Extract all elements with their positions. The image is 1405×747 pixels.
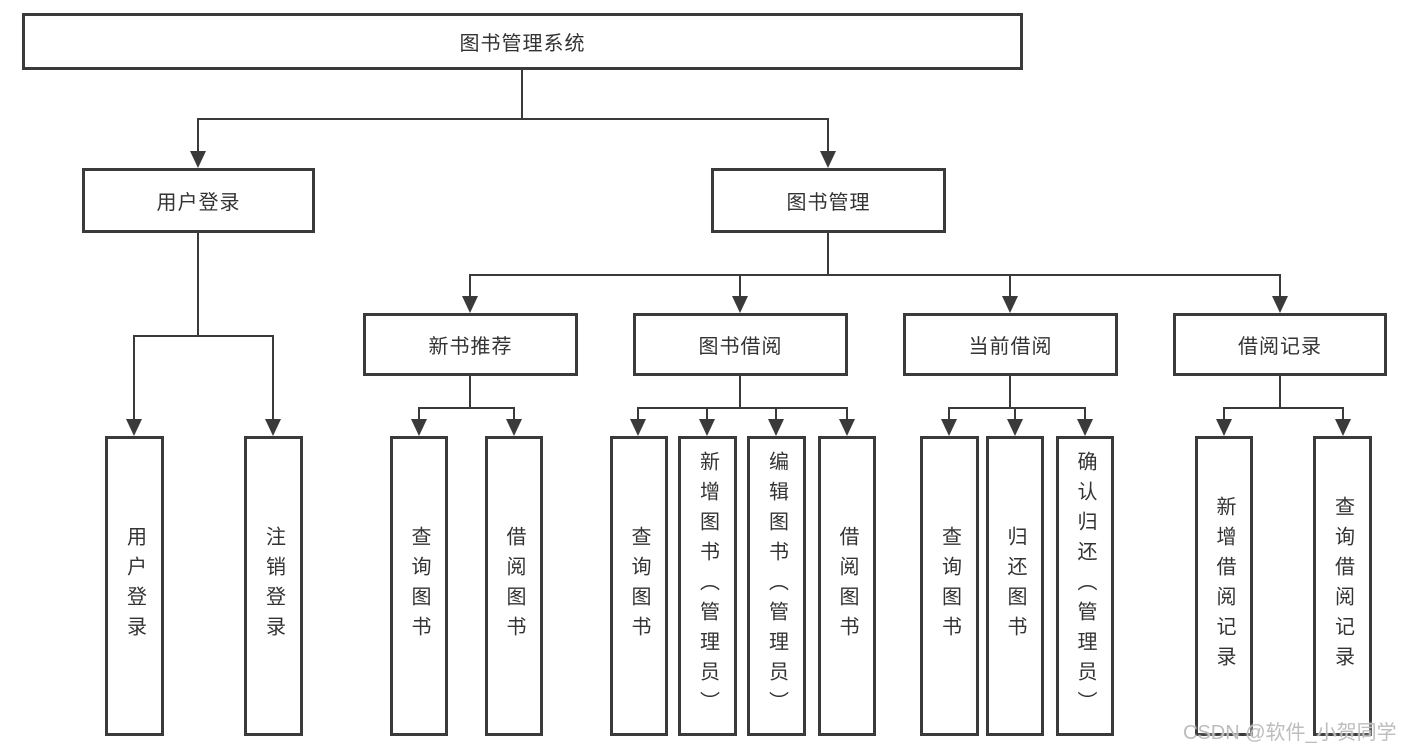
node-new-book-recommendation: 新书推荐 — [363, 313, 578, 376]
arrow-down-icon — [1007, 419, 1023, 436]
connector-line — [197, 118, 199, 152]
connector-line — [948, 407, 1086, 409]
arrow-down-icon — [630, 419, 646, 436]
leaf-borrow-books: 借阅图书 — [818, 436, 876, 736]
connector-line — [637, 407, 848, 409]
connector-line — [133, 335, 274, 337]
leaf-query-books-current: 查询图书 — [920, 436, 979, 736]
connector-line — [469, 274, 1281, 276]
leaf-logout-label: 注销登录 — [262, 526, 285, 646]
node-book-management-system-label: 图书管理系统 — [459, 33, 586, 55]
connector-line — [739, 274, 741, 297]
node-user-login: 用户登录 — [82, 168, 315, 233]
leaf-add-borrow-record-label: 新增借阅记录 — [1213, 496, 1235, 676]
arrow-down-icon — [265, 419, 281, 436]
connector-line — [521, 69, 523, 120]
leaf-query-borrow-record: 查询借阅记录 — [1313, 436, 1372, 736]
arrow-down-icon — [411, 419, 427, 436]
node-book-management: 图书管理 — [711, 168, 946, 233]
node-current-borrowing: 当前借阅 — [903, 313, 1118, 376]
connector-line — [1279, 274, 1281, 297]
connector-line — [775, 407, 777, 420]
node-book-borrowing-label: 图书借阅 — [698, 336, 783, 358]
arrow-down-icon — [190, 151, 206, 168]
connector-line — [827, 118, 829, 152]
leaf-query-books-current-label: 查询图书 — [938, 526, 961, 646]
connector-line — [469, 274, 471, 297]
arrow-down-icon — [1335, 419, 1351, 436]
connector-line — [418, 407, 420, 420]
leaf-add-borrow-record: 新增借阅记录 — [1195, 436, 1253, 736]
arrow-down-icon — [126, 419, 142, 436]
node-new-book-recommendation-label: 新书推荐 — [428, 336, 513, 358]
leaf-confirm-return-admin-label: 确认归还（管理员） — [1074, 451, 1096, 721]
connector-line — [418, 407, 515, 409]
leaf-user-login: 用户登录 — [105, 436, 164, 736]
leaf-return-books: 归还图书 — [986, 436, 1044, 736]
node-book-management-label: 图书管理 — [786, 192, 871, 214]
connector-line — [948, 407, 950, 420]
arrow-down-icon — [839, 419, 855, 436]
connector-line — [197, 118, 829, 120]
connector-line — [1084, 407, 1086, 420]
connector-line — [1009, 274, 1011, 297]
leaf-query-books-borrowing-label: 查询图书 — [628, 526, 650, 646]
connector-line — [513, 407, 515, 420]
node-user-login-label: 用户登录 — [156, 192, 241, 214]
leaf-query-books-recommend: 查询图书 — [390, 436, 448, 736]
node-borrowing-records: 借阅记录 — [1173, 313, 1387, 376]
arrow-down-icon — [506, 419, 522, 436]
leaf-return-books-label: 归还图书 — [1004, 526, 1026, 646]
connector-line — [1223, 407, 1344, 409]
node-book-borrowing: 图书借阅 — [633, 313, 848, 376]
leaf-edit-books-admin-label: 编辑图书（管理员） — [765, 451, 788, 721]
leaf-edit-books-admin: 编辑图书（管理员） — [747, 436, 806, 736]
connector-line — [1279, 376, 1281, 409]
leaf-borrow-books-recommend-label: 借阅图书 — [503, 526, 525, 646]
arrow-down-icon — [1077, 419, 1093, 436]
leaf-query-books-recommend-label: 查询图书 — [408, 526, 430, 646]
connector-line — [272, 335, 274, 420]
leaf-query-books-borrowing: 查询图书 — [610, 436, 668, 736]
node-borrowing-records-label: 借阅记录 — [1238, 336, 1322, 358]
connector-line — [1223, 407, 1225, 420]
arrow-down-icon — [1002, 296, 1018, 313]
leaf-borrow-books-recommend: 借阅图书 — [485, 436, 543, 736]
leaf-borrow-books-label: 借阅图书 — [836, 526, 858, 646]
connector-line — [133, 335, 135, 420]
connector-line — [706, 407, 708, 420]
connector-line — [637, 407, 639, 420]
arrow-down-icon — [1272, 296, 1288, 313]
connector-line — [1014, 407, 1016, 420]
node-current-borrowing-label: 当前借阅 — [968, 336, 1053, 358]
connector-line — [739, 376, 741, 409]
arrow-down-icon — [732, 296, 748, 313]
connector-line — [469, 376, 471, 409]
connector-line — [1009, 376, 1011, 409]
leaf-add-books-admin: 新增图书（管理员） — [678, 436, 737, 736]
leaf-add-books-admin-label: 新增图书（管理员） — [696, 451, 719, 721]
arrow-down-icon — [699, 419, 715, 436]
watermark: CSDN @软件_小贺同学 — [1183, 722, 1397, 744]
leaf-confirm-return-admin: 确认归还（管理员） — [1056, 436, 1114, 736]
connector-line — [197, 233, 199, 337]
connector-line — [1342, 407, 1344, 420]
leaf-user-login-label: 用户登录 — [123, 526, 146, 646]
leaf-logout: 注销登录 — [244, 436, 303, 736]
arrow-down-icon — [1216, 419, 1232, 436]
connector-line — [827, 233, 829, 276]
arrow-down-icon — [462, 296, 478, 313]
node-book-management-system: 图书管理系统 — [22, 13, 1023, 70]
arrow-down-icon — [768, 419, 784, 436]
arrow-down-icon — [941, 419, 957, 436]
arrow-down-icon — [820, 151, 836, 168]
leaf-query-borrow-record-label: 查询借阅记录 — [1331, 496, 1354, 676]
connector-line — [846, 407, 848, 420]
